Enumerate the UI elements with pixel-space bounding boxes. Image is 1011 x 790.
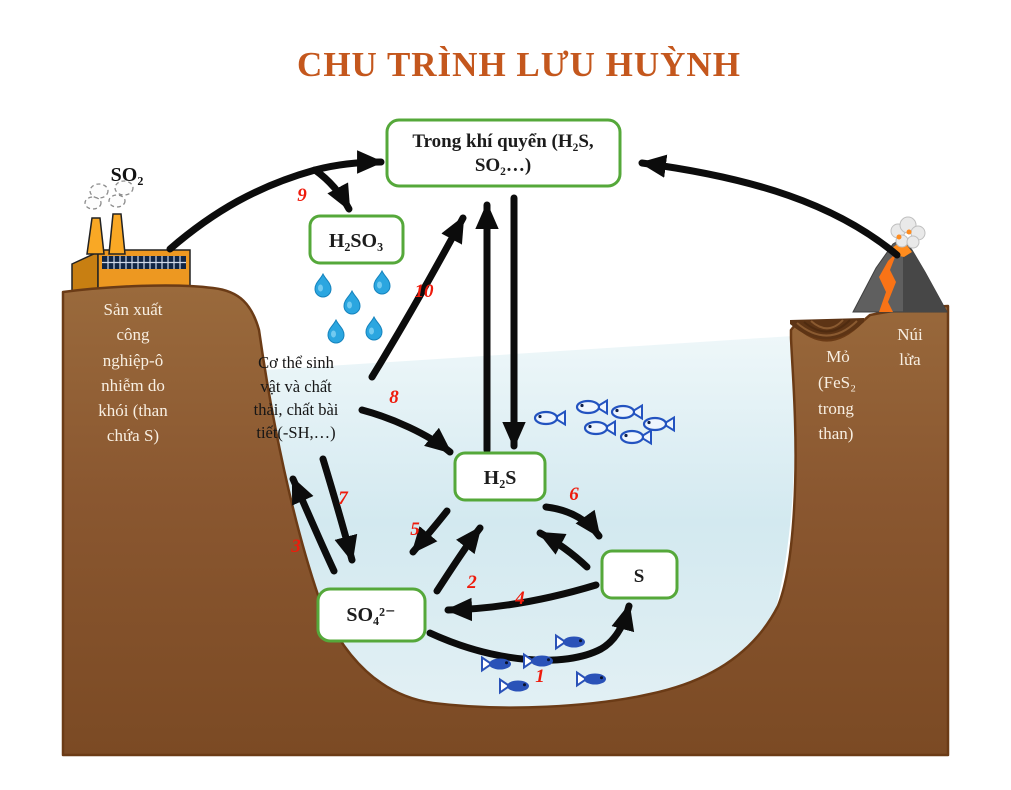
- page-title: CHU TRÌNH LƯU HUỲNH: [297, 45, 741, 84]
- so4-label: SO₄²⁻: [346, 604, 395, 626]
- mine-caption-line3: trong: [818, 399, 854, 418]
- arrows: [166, 150, 901, 664]
- arrow-number-9: 9: [297, 185, 307, 206]
- mine-caption: Mỏ (FeS₂ trong than): [818, 347, 856, 443]
- arrow-number-4: 4: [514, 588, 525, 609]
- mine-icon: [790, 318, 864, 340]
- arrow-factory-branch-h2so3: [311, 166, 353, 213]
- h2so3-label: H₂SO₃: [329, 230, 383, 252]
- volcano-caption-line1: Núi: [897, 325, 923, 344]
- organism-caption-line3: thải, chất bài: [254, 400, 339, 419]
- volcano-caption-line2: lửa: [899, 350, 921, 369]
- arrow-6-h2s-to-s: [542, 503, 603, 540]
- smoke-icon: [84, 180, 134, 210]
- h2so3-box: H₂SO₃: [308, 214, 405, 265]
- mine-caption-line2: (FeS₂: [818, 373, 856, 392]
- industry-caption: Sản xuất công nghiệp-ô nhiễm do khói (th…: [98, 300, 168, 445]
- arrow-8-organism-to-h2s: [358, 406, 454, 456]
- industry-caption-line6: chứa S): [107, 426, 159, 445]
- industry-caption-line1: Sản xuất: [103, 300, 162, 319]
- arrow-number-8: 8: [389, 387, 399, 408]
- arrow-5-h2s-to-so4: [409, 507, 451, 556]
- atmosphere-box-line2: SO₂…): [475, 155, 531, 176]
- so4-box: SO₄²⁻: [316, 587, 427, 643]
- s-box: S: [600, 549, 679, 600]
- h2s-label: H₂S: [484, 467, 517, 489]
- arrow-7-organism-to-so4: [319, 455, 358, 564]
- arrow-number-3: 3: [290, 536, 301, 557]
- industry-caption-line2: công: [116, 325, 150, 344]
- arrow-number-labels: 1 2 3 4 5 6 7 8 9 10: [290, 185, 579, 687]
- arrow-number-7: 7: [338, 488, 349, 509]
- volcano-caption: Núi lửa: [897, 325, 923, 369]
- s-label: S: [634, 566, 645, 587]
- arrow-number-5: 5: [410, 519, 420, 540]
- h2s-box: H₂S: [453, 451, 547, 502]
- arrow-number-6: 6: [569, 484, 579, 505]
- arrow-4-s-to-so4: [444, 581, 600, 622]
- organism-caption-line1: Cơ thể sinh: [258, 353, 334, 372]
- mine-caption-line1: Mỏ: [826, 347, 850, 366]
- atmosphere-box: Trong khí quyển (H₂S, SO₂…): [385, 118, 622, 188]
- organism-caption-line4: tiết(-SH,…): [256, 423, 335, 442]
- arrow-1-so4-to-s: [426, 602, 635, 664]
- organism-caption: Cơ thể sinh vật và chất thải, chất bài t…: [254, 353, 339, 442]
- industry-caption-line4: nhiễm do: [101, 376, 165, 395]
- organism-caption-line2: vật và chất: [260, 377, 332, 396]
- raindrops-icon: [314, 270, 391, 344]
- factory-gas-label: SO₂: [111, 164, 144, 186]
- mine-caption-line4: than): [819, 424, 854, 443]
- arrow-volcano-to-atmosphere: [638, 154, 901, 259]
- arrow-3-so4-to-organism: [289, 475, 338, 575]
- arrow-10-water-to-atmosphere: [368, 214, 467, 381]
- arrow-2-so4-to-h2s: [433, 524, 484, 595]
- arrow-factory-to-atmosphere: [166, 166, 319, 253]
- atmosphere-box-line1: Trong khí quyển (H₂S,: [412, 131, 594, 152]
- arrow-number-1: 1: [535, 666, 545, 687]
- arrow-s-to-h2s: [536, 529, 591, 571]
- industry-caption-line3: nghiệp-ô: [103, 351, 163, 370]
- arrow-number-2: 2: [466, 572, 477, 593]
- arrow-factory-branch-atmosphere: [311, 150, 385, 174]
- industry-caption-line5: khói (than: [98, 401, 168, 420]
- arrow-number-10: 10: [415, 281, 435, 302]
